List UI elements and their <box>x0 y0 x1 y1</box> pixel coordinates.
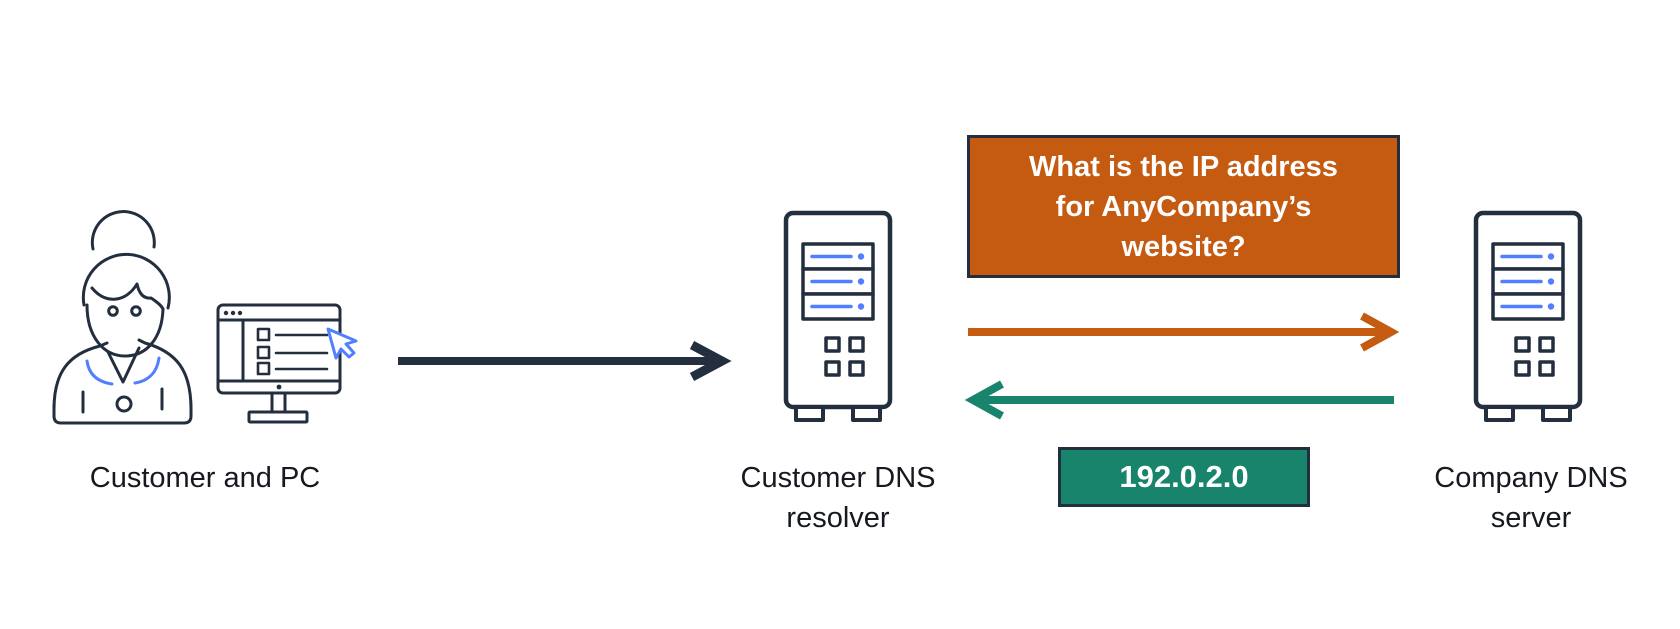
customer-pc-label-text: Customer and PC <box>89 462 321 494</box>
customer-dns-resolver-label: Customer DNS resolver <box>688 458 988 538</box>
customer-and-pc-icon <box>52 210 358 425</box>
query-line-3: website? <box>1121 230 1246 263</box>
dns-answer-box: 192.0.2.0 <box>1058 447 1310 507</box>
pc-monitor-icon <box>216 303 342 424</box>
woman-user-icon <box>52 210 193 425</box>
server-tower-icon <box>1473 210 1583 422</box>
customer-pc-label: Customer and PC <box>30 458 380 498</box>
company-dns-server-icon <box>1473 210 1583 422</box>
query-line-1: What is the IP address <box>1029 150 1338 183</box>
arrow-answer-left <box>964 380 1394 420</box>
resolver-label-line1: Customer DNS <box>740 462 936 494</box>
arrow-customer-to-resolver <box>398 341 732 381</box>
answer-ip-text: 192.0.2.0 <box>1119 459 1249 494</box>
dns-query-box: What is the IP address for AnyCompany’s … <box>967 135 1400 278</box>
cursor-icon <box>326 327 358 360</box>
resolver-label-line2: resolver <box>786 502 890 534</box>
arrow-query-right <box>968 312 1400 352</box>
query-line-2: for AnyCompany’s <box>1055 190 1312 223</box>
customer-dns-resolver-icon <box>783 210 893 422</box>
server-tower-icon <box>783 210 893 422</box>
company-label-line2: server <box>1490 502 1572 534</box>
company-label-line1: Company DNS <box>1434 462 1628 494</box>
company-dns-server-label: Company DNS server <box>1378 458 1680 538</box>
